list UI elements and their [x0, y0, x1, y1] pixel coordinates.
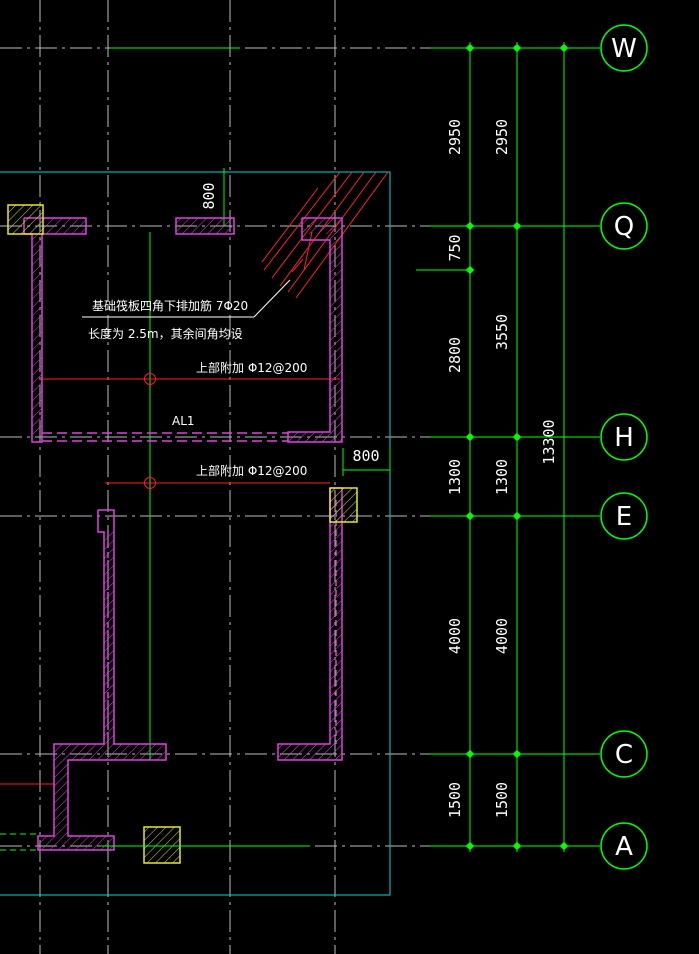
axis-label-a: A — [615, 832, 633, 862]
dim-2950-a: 2950 — [446, 119, 464, 155]
axis-label-w: W — [611, 34, 637, 64]
top-rebar-label-2: 上部附加 Φ12@200 — [196, 463, 307, 478]
rebar-lines — [0, 171, 389, 785]
dim-4000-a: 4000 — [446, 618, 464, 654]
axis-label-c: C — [615, 740, 633, 770]
dim-800-top: 800 — [200, 182, 218, 209]
dim-1300-b: 1300 — [493, 459, 511, 495]
note-line-2: 长度为 2.5m，其余间角均设 — [88, 326, 243, 341]
dim-total: 13300 — [540, 419, 558, 464]
top-rebar-label-1: 上部附加 Φ12@200 — [196, 360, 307, 375]
dim-2800: 2800 — [446, 337, 464, 373]
dim-4000-b: 4000 — [493, 618, 511, 654]
axis-label-e: E — [616, 502, 632, 532]
note-leader — [82, 279, 291, 318]
note-line-1: 基础筏板四角下排加筋 7Φ20 — [92, 298, 248, 313]
axis-label-q: Q — [614, 212, 634, 242]
dim-3550: 3550 — [493, 314, 511, 350]
beam-label: AL1 — [172, 414, 195, 428]
dim-800-side: 800 — [352, 447, 379, 465]
dim-1300-a: 1300 — [446, 459, 464, 495]
dim-750: 750 — [446, 234, 464, 261]
dim-2950-b: 2950 — [493, 119, 511, 155]
wall-hatching — [32, 218, 342, 850]
axis-label-h: H — [614, 423, 634, 453]
edge-dims — [0, 833, 310, 851]
axis-bubbles — [600, 24, 648, 870]
columns — [7, 204, 358, 864]
dim-1500-a: 1500 — [446, 782, 464, 818]
dim-1500-b: 1500 — [493, 782, 511, 818]
slab-outline — [0, 171, 391, 896]
